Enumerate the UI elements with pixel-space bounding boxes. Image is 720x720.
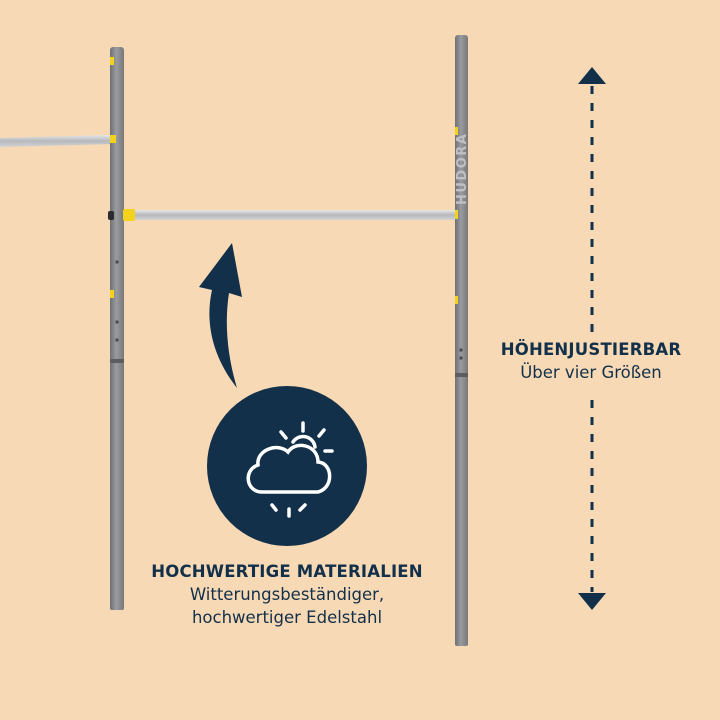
- pole-clip: [123, 209, 135, 221]
- pole-clip: [455, 127, 458, 135]
- feature-height-title: HÖHENJUSTIERBAR: [500, 340, 682, 359]
- pole-clip: [455, 296, 458, 304]
- curved-arrow-icon: [199, 243, 242, 388]
- feature-materials-line2: hochwertiger Edelstahl: [191, 608, 383, 627]
- double-arrow-vertical-icon: [578, 67, 606, 610]
- pole-clip: [110, 290, 114, 298]
- middle-horizontal-bar: [124, 210, 458, 220]
- pole-clip: [455, 210, 458, 219]
- left-horizontal-bar: [0, 135, 112, 147]
- feature-materials-line1: Witterungsbeständiger,: [189, 585, 385, 604]
- right-pole: HUDORA: [455, 35, 470, 646]
- pole-clip: [110, 135, 116, 143]
- feature-materials-title: HOCHWERTIGE MATERIALIEN: [151, 562, 423, 581]
- feature-height-subtitle: Über vier Größen: [520, 363, 662, 382]
- pole-clip: [110, 57, 114, 65]
- brand-mark: HUDORA: [455, 133, 470, 205]
- feature-materials: HOCHWERTIGE MATERIALIEN Witterungsbestän…: [112, 561, 462, 629]
- weather-sun-cloud-icon: [207, 386, 367, 546]
- left-pole: [108, 47, 135, 610]
- feature-height: HÖHENJUSTIERBAR Über vier Größen: [486, 339, 696, 384]
